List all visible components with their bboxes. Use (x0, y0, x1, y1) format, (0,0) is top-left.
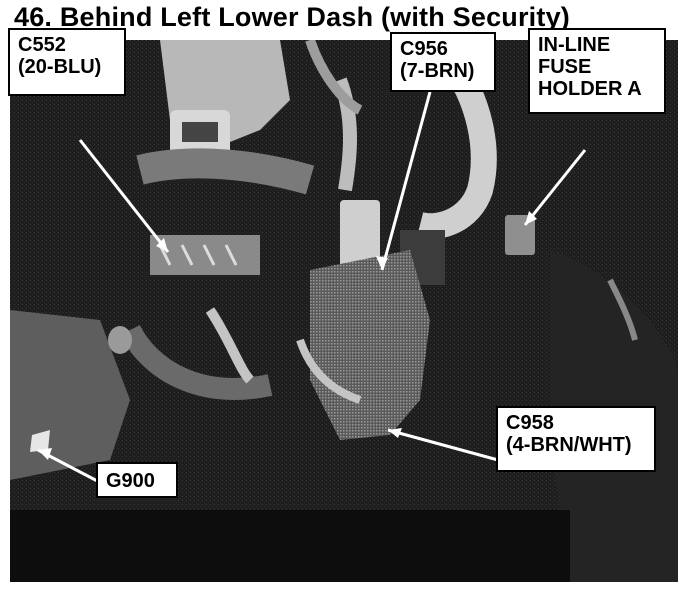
callout-c552-id: C552 (18, 34, 66, 56)
white-harness-right (416, 52, 497, 240)
arrowhead-c552 (156, 238, 168, 252)
arrowhead-fuse-holder (525, 211, 537, 225)
callout-fuse-line1: IN-LINE (538, 34, 611, 56)
callout-c956-desc: (7-BRN) (400, 60, 475, 82)
dash-photo-drawing (10, 40, 678, 582)
callout-c958-desc: (4-BRN/WHT) (506, 434, 632, 456)
callout-g900: G900 (96, 462, 178, 498)
arrowhead-c958 (388, 428, 402, 438)
white-wire-mid (296, 338, 362, 404)
callout-fuse-line2: FUSE (538, 56, 592, 78)
connector-c552 (150, 235, 260, 275)
callout-g900-id: G900 (106, 470, 155, 492)
relay-slot (182, 122, 218, 142)
wire-loop-lower (120, 324, 273, 400)
ground-terminal-g900 (30, 430, 50, 452)
arrow-c956 (380, 91, 432, 271)
arrow-fuse-holder (523, 149, 587, 226)
callout-c956-id: C956 (400, 38, 448, 60)
callout-c958-id: C958 (506, 412, 554, 434)
arrowhead-c956 (376, 256, 388, 270)
dash-photo (10, 40, 678, 582)
harness-top (305, 40, 363, 115)
arrowhead-g900 (38, 448, 52, 460)
callout-c552: C552 (20-BLU) (8, 28, 126, 96)
arrow-c552 (78, 139, 170, 253)
inline-fuse-holder (505, 215, 535, 255)
wire-bundle-left (136, 148, 315, 195)
right-cable (607, 278, 638, 341)
callout-fuse-line3: HOLDER A (538, 78, 642, 100)
callout-c958: C958 (4-BRN/WHT) (496, 406, 656, 472)
arrow-heads (38, 211, 537, 460)
page-title: 46. Behind Left Lower Dash (with Securit… (14, 2, 570, 32)
callout-c552-desc: (20-BLU) (18, 56, 102, 78)
bottom-shadow (10, 510, 570, 582)
bolt-head (108, 326, 132, 354)
callout-c956: C956 (7-BRN) (390, 32, 496, 92)
white-connector-center (340, 200, 380, 270)
arrow-c958 (387, 428, 499, 462)
callout-inline-fuse-holder: IN-LINE FUSE HOLDER A (528, 28, 666, 114)
white-wire-lower (205, 307, 254, 384)
